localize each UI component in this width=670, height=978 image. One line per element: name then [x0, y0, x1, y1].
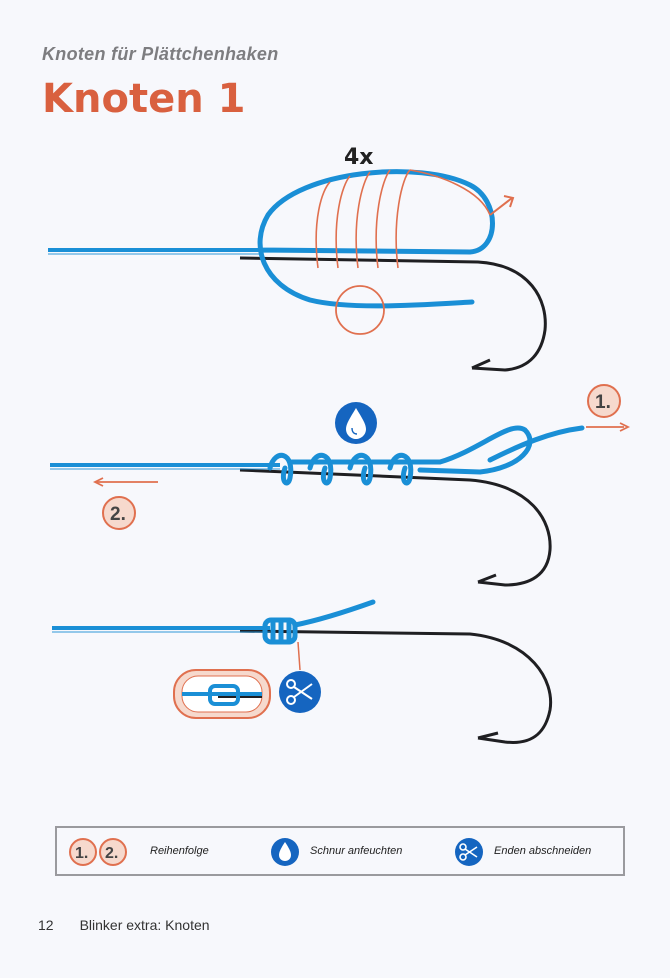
page-title: Knoten 1	[42, 76, 246, 122]
svg-text:1.: 1.	[595, 392, 611, 413]
svg-text:2.: 2.	[110, 504, 126, 525]
order-badges: 1. 2.	[69, 838, 127, 866]
legend-moisten-label: Schnur anfeuchten	[310, 845, 403, 857]
hook-2	[239, 468, 552, 587]
arrow-left-icon	[92, 477, 104, 487]
publication-title: Blinker extra: Knoten	[79, 917, 210, 933]
line-loop-1	[257, 169, 495, 309]
wrap-count-label: 4x	[344, 145, 374, 170]
step-1-badge: 1.	[587, 384, 621, 418]
scissors-icon	[455, 838, 483, 866]
water-drop-icon	[335, 402, 377, 444]
legend-order-label: Reihenfolge	[150, 845, 209, 857]
diagram-step-2: 1. 2.	[50, 384, 631, 587]
diagram-step-3	[52, 599, 553, 745]
magnifier-detail-icon	[173, 669, 271, 719]
section-subtitle: Knoten für Plättchenhaken	[42, 44, 279, 64]
svg-text:1.: 1.	[75, 845, 88, 862]
hook-1	[239, 256, 547, 372]
water-drop-icon	[271, 838, 299, 866]
svg-text:2.: 2.	[105, 845, 118, 862]
arrow-right-icon	[489, 195, 515, 216]
page-number: 12	[38, 917, 54, 933]
legend-box: 1. 2. Reihenfolge Schnur anfeuchten Ende…	[55, 826, 625, 876]
hook-3	[239, 629, 553, 745]
step-2-badge: 2.	[102, 496, 136, 530]
scissors-icon	[279, 671, 321, 713]
page-footer: 12 Blinker extra: Knoten	[38, 917, 210, 933]
legend-cut-label: Enden abschneiden	[494, 845, 592, 857]
loop-highlight-circle	[335, 285, 385, 335]
diagram-step-1: 4x	[48, 145, 547, 372]
arrow-right-icon	[619, 422, 631, 432]
